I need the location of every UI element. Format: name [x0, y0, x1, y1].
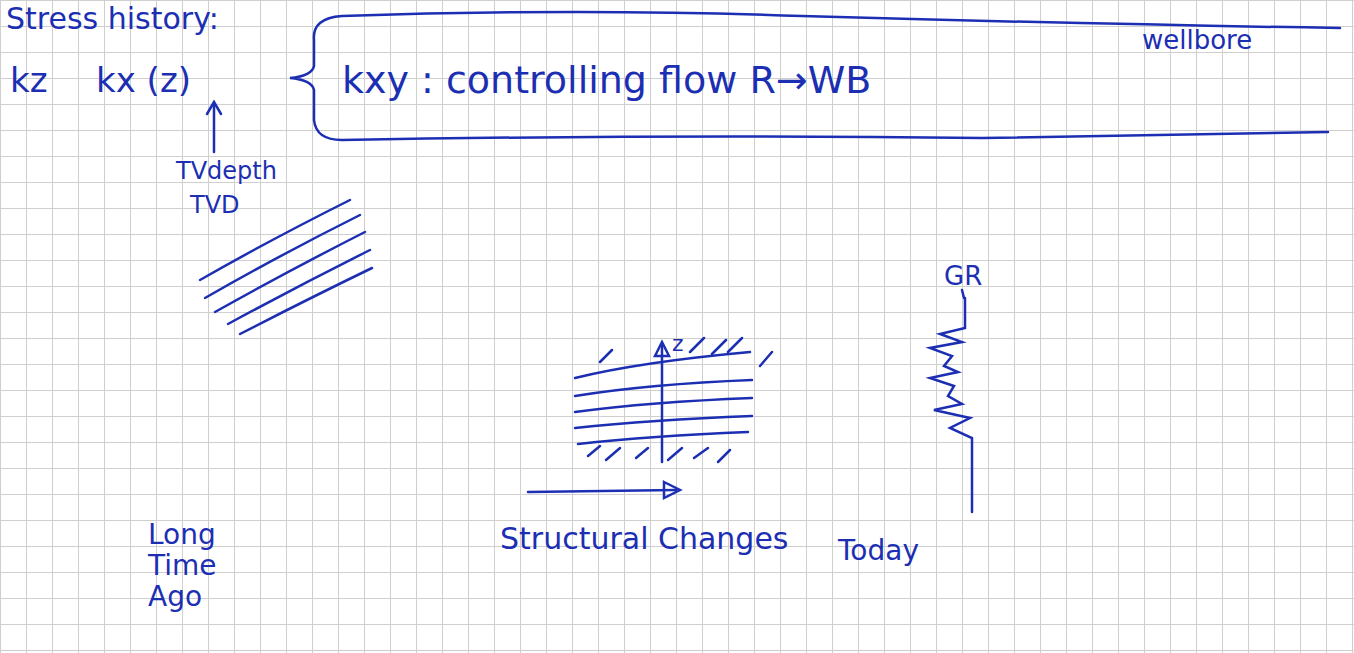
stage-label: Long Time Ago [148, 520, 228, 612]
time-arrow [528, 490, 676, 492]
curve-label: GR [944, 262, 982, 291]
arrow-head [655, 342, 669, 356]
annotation: TVdepth [176, 158, 277, 184]
arrow-head [664, 482, 680, 498]
flat-layers [575, 338, 772, 462]
arrow-head [207, 102, 221, 114]
symbol-label: kz [10, 62, 48, 99]
gr-log-curve [930, 298, 972, 512]
leader-line [962, 290, 964, 298]
annotation: TVD [190, 192, 240, 218]
heading-note: Stress history: [6, 2, 219, 35]
leader-arrow [213, 104, 216, 152]
stage-label: Structural Changes [500, 522, 790, 555]
main-note: kxy : controlling flow R→WB [342, 60, 871, 102]
tilted-layers [200, 200, 372, 334]
z-axis [661, 346, 664, 462]
axis-label: z [672, 332, 684, 356]
brace-callout: wellbore kxy : controlling flow R→WB [282, 10, 1348, 146]
note-text: wellbore [1142, 26, 1252, 55]
symbol-label: kx (z) [96, 62, 191, 99]
stage-label: Today [838, 536, 919, 567]
